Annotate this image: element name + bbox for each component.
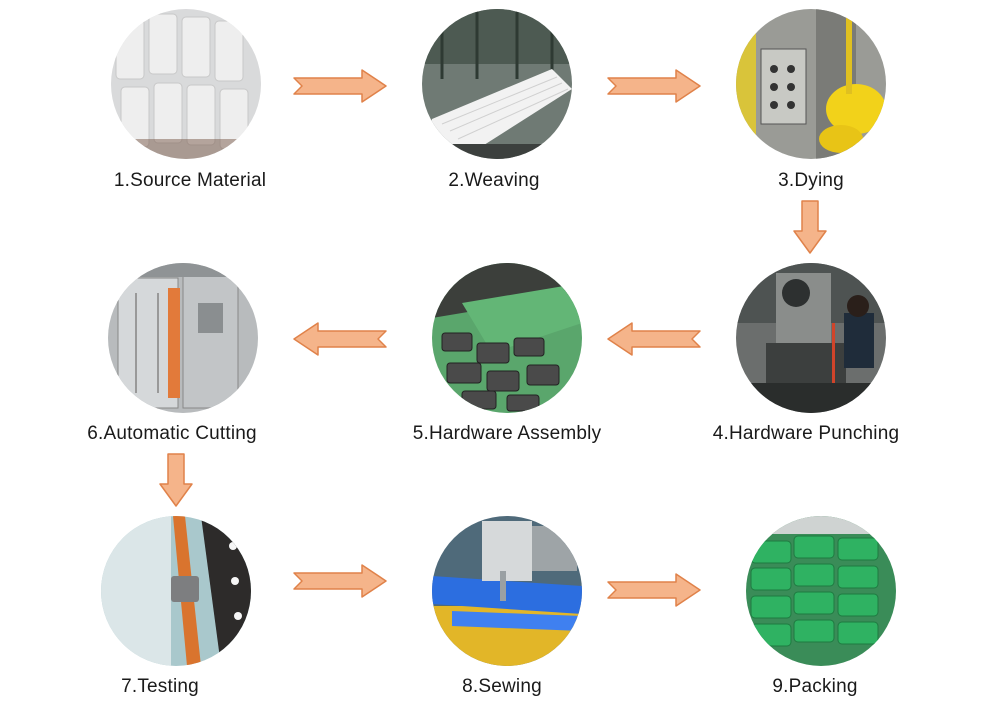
arrow-right-7-to-8 — [292, 563, 388, 599]
automatic-cutting-photo — [108, 263, 258, 413]
source-material-photo — [111, 9, 261, 159]
step-label-testing: 7.Testing — [121, 676, 199, 697]
arrow-left-4-to-5 — [606, 321, 702, 357]
step-label-hardware-punching: 4.Hardware Punching — [712, 423, 900, 444]
step-label-hardware-assembly: 5.Hardware Assembly — [412, 423, 602, 444]
arrow-down-3-to-4 — [792, 199, 828, 255]
weaving-photo — [422, 9, 572, 159]
step-label-packing: 9.Packing — [772, 676, 858, 697]
hardware-assembly-photo — [432, 263, 582, 413]
dying-photo — [736, 9, 886, 159]
arrow-left-5-to-6 — [292, 321, 388, 357]
sewing-photo — [432, 516, 582, 666]
step-label-dying: 3.Dying — [778, 170, 844, 191]
step-label-weaving: 2.Weaving — [448, 170, 540, 191]
packing-photo — [746, 516, 896, 666]
arrow-right-2-to-3 — [606, 68, 702, 104]
step-label-automatic-cutting: 6.Automatic Cutting — [87, 423, 257, 444]
arrow-right-8-to-9 — [606, 572, 702, 608]
arrow-down-6-to-7 — [158, 452, 194, 508]
hardware-punching-photo — [736, 263, 886, 413]
step-label-sewing: 8.Sewing — [462, 676, 542, 697]
step-label-source-material: 1.Source Material — [113, 170, 267, 191]
arrow-right-1-to-2 — [292, 68, 388, 104]
testing-photo — [101, 516, 251, 666]
